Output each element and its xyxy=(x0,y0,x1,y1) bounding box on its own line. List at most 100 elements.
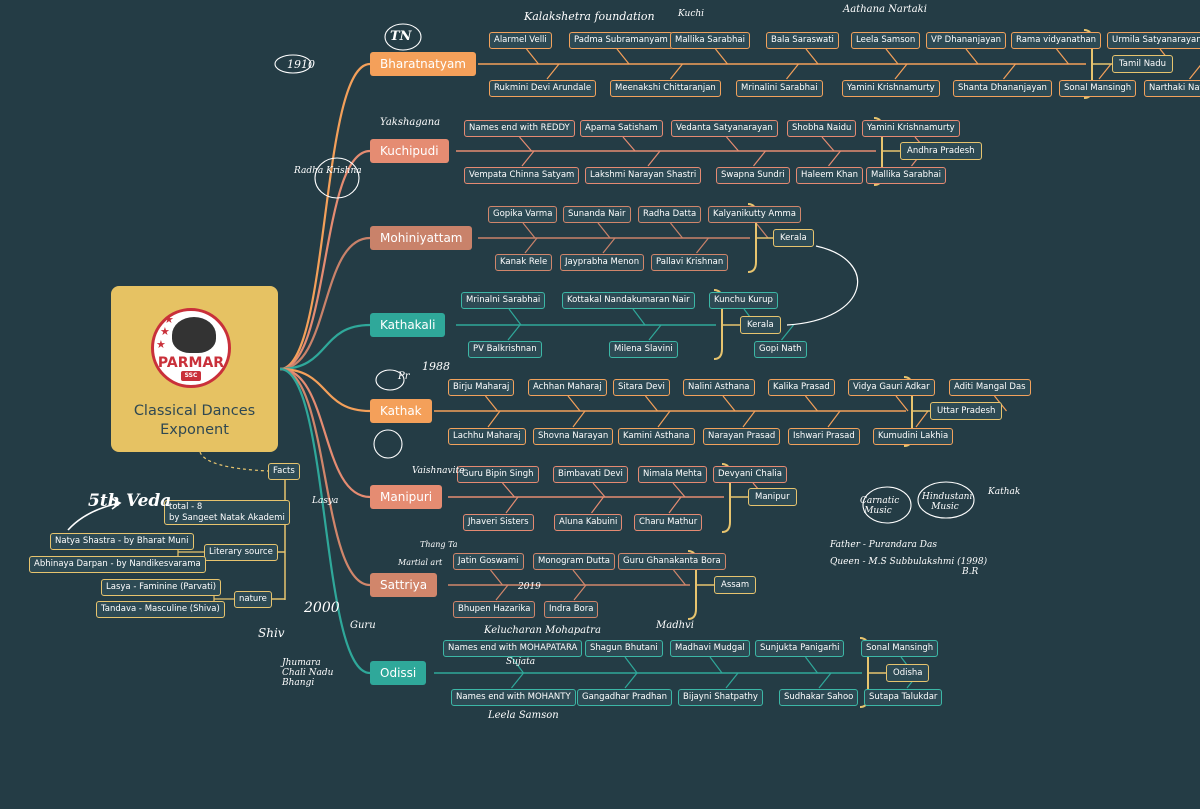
handwritten-note: Leela Samson xyxy=(488,710,559,721)
connector-line xyxy=(818,672,832,689)
exponent-bottom-bharatnatyam: Mrinalini Sarabhai xyxy=(736,80,823,97)
exponent-bottom-bharatnatyam: Meenakshi Chittaranjan xyxy=(610,80,721,97)
exponent-bottom-mohiniyattam: Jayprabha Menon xyxy=(560,254,645,271)
exponent-bottom-bharatnatyam: Yamini Krishnamurty xyxy=(842,80,940,97)
exponent-top-kathak: Kalika Prasad xyxy=(768,379,835,396)
handwritten-note: Queen - M.S Subbulakshmi (1998) xyxy=(830,557,988,567)
exponent-top-bharatnatyam: Mallika Sarabhai xyxy=(670,32,750,49)
total-line-2: by Sangeet Natak Akademi xyxy=(169,513,285,523)
connector-line xyxy=(668,496,682,514)
handwritten-note: 1988 xyxy=(422,360,450,373)
connector-line xyxy=(895,395,909,412)
connector-line xyxy=(279,62,371,371)
connector-line xyxy=(279,367,371,675)
exponent-top-bharatnatyam: Leela Samson xyxy=(851,32,921,49)
annotation-circle xyxy=(862,486,912,524)
exponent-top-kuchipudi: Shobha Naidu xyxy=(787,120,857,137)
annotation-circle xyxy=(375,369,405,391)
connector-line xyxy=(572,410,586,428)
logo-text: PARMAR xyxy=(157,355,225,371)
exponent-bottom-kathak: Kamini Asthana xyxy=(618,428,695,445)
connector-line xyxy=(495,584,509,601)
connector-line xyxy=(885,48,899,65)
exponent-top-kathak: Aditi Mangal Das xyxy=(949,379,1031,396)
exponent-bottom-sattriya: Indra Bora xyxy=(544,601,599,618)
exponent-top-bharatnatyam: Padma Subramanyam xyxy=(569,32,673,49)
connector-line xyxy=(199,451,269,472)
exponent-top-kathakali: Kottakal Nandakumaran Nair xyxy=(562,292,695,309)
connector-line xyxy=(670,222,683,239)
connector-line xyxy=(485,395,498,412)
exponent-bottom-odissi: Gangadhar Pradhan xyxy=(577,689,673,706)
exponent-top-kuchipudi: Vedanta Satyanarayan xyxy=(671,120,778,137)
connector-line xyxy=(632,308,646,326)
star-icon: ★ xyxy=(160,325,170,338)
exponent-bottom-odissi: Sudhakar Sahoo xyxy=(779,689,859,706)
exponent-top-manipuri: Devyani Chalia xyxy=(713,466,787,483)
exponent-bottom-kathakali: Milena Slavini xyxy=(609,341,678,358)
handwritten-note: Yakshagana xyxy=(380,117,441,128)
handwritten-note: Jhumara Chali Nadu Bhangi xyxy=(282,658,334,688)
connector-line xyxy=(592,482,606,498)
exponent-top-kuchipudi: Yamini Krishnamurty xyxy=(862,120,960,137)
exponent-top-kathakali: Mrinalni Sarabhai xyxy=(461,292,546,309)
connector-line xyxy=(786,245,858,326)
exponent-top-bharatnatyam: Urmila Satyanarayan xyxy=(1107,32,1200,49)
nature-node: nature xyxy=(234,591,272,608)
exponent-top-sattriya: Guru Ghanakanta Bora xyxy=(618,553,726,570)
exponent-bottom-odissi: Sutapa Talukdar xyxy=(864,689,943,706)
connector-line xyxy=(268,480,286,600)
handwritten-note: Lasya xyxy=(312,496,339,506)
connector-line xyxy=(567,395,581,412)
exponent-top-mohiniyattam: Sunanda Nair xyxy=(563,206,631,223)
handwritten-note: Sujata xyxy=(506,657,536,667)
handwritten-note: Vaishnavite xyxy=(412,466,465,476)
connector-line xyxy=(502,482,515,498)
connector-line xyxy=(673,569,686,586)
exponent-bottom-manipuri: Aluna Kabuini xyxy=(554,514,623,531)
dance-node-bharatnatyam: Bharatnatyam xyxy=(370,52,476,76)
exponent-top-odissi: Madhavi Mudgal xyxy=(670,640,750,657)
facts-node: Facts xyxy=(268,463,300,480)
connector-line xyxy=(657,410,671,428)
connector-line xyxy=(742,410,756,428)
exponent-bottom-bharatnatyam: Shanta Dhananjayan xyxy=(953,80,1052,97)
exponent-bottom-odissi: Names end with MOHANTY xyxy=(451,689,576,706)
connector-line xyxy=(965,48,979,65)
connector-line xyxy=(279,367,371,587)
connector-line xyxy=(279,367,371,413)
connector-line xyxy=(726,136,739,152)
exponent-bottom-kathak: Narayan Prasad xyxy=(703,428,781,445)
connector-line xyxy=(511,672,524,689)
connector-line xyxy=(487,410,501,428)
connector-line xyxy=(505,496,519,514)
connector-line xyxy=(915,410,929,428)
connector-line xyxy=(781,324,794,341)
title-line-2: Exponent xyxy=(160,422,229,438)
dance-node-kuchipudi: Kuchipudi xyxy=(370,139,449,163)
literary-item: Abhinaya Darpan - by Nandikesvarama xyxy=(29,556,206,573)
exponent-bottom-kuchipudi: Swapna Sundri xyxy=(716,167,790,184)
handwritten-note: Martial art xyxy=(398,558,443,567)
exponent-top-manipuri: Bimbavati Devi xyxy=(553,466,628,483)
exponent-bottom-kuchipudi: Lakshmi Narayan Shastri xyxy=(585,167,702,184)
connector-line xyxy=(672,482,686,498)
connector-line xyxy=(725,672,739,689)
handwritten-note: Carnatic Music xyxy=(860,496,900,516)
exponent-top-kathakali: Kunchu Kurup xyxy=(709,292,778,309)
connector-line xyxy=(722,395,736,412)
exponent-top-manipuri: Nimala Mehta xyxy=(638,466,707,483)
connector-line xyxy=(602,237,616,254)
exponent-bottom-kuchipudi: Vempata Chinna Satyam xyxy=(464,167,580,184)
exponent-bottom-kuchipudi: Haleem Khan xyxy=(796,167,863,184)
exponent-bottom-kuchipudi: Mallika Sarabhai xyxy=(866,167,946,184)
connector-line xyxy=(279,367,371,499)
nature-item: Lasya - Faminine (Parvati) xyxy=(101,579,222,596)
connector-line xyxy=(591,496,604,514)
exponent-top-odissi: Names end with MOHAPATARA xyxy=(443,640,583,657)
dance-node-kathakali: Kathakali xyxy=(370,313,446,337)
annotation-circle xyxy=(314,157,360,199)
exponent-bottom-odissi: Bijayni Shatpathy xyxy=(678,689,763,706)
